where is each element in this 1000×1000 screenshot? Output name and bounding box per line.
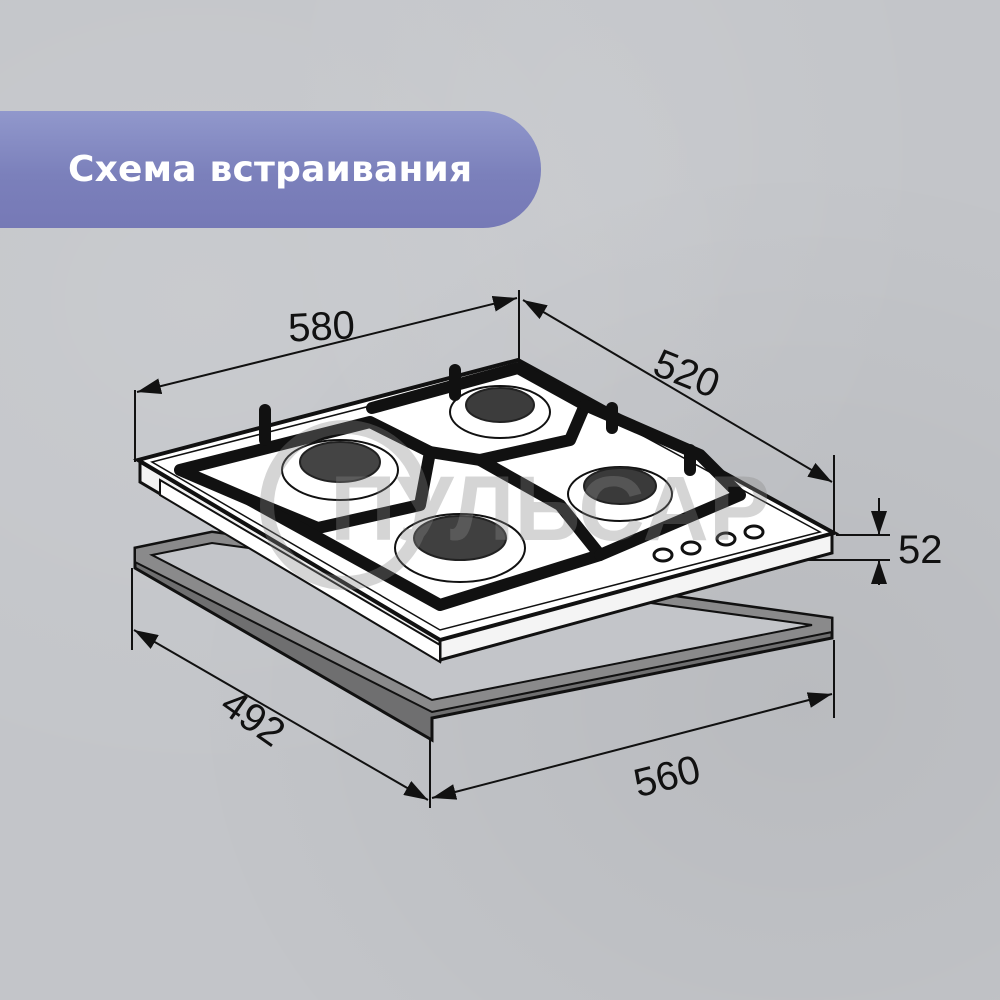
burner-rear-left: [281, 439, 399, 501]
control-knobs: [652, 524, 765, 563]
page-title: Схема встраивания: [68, 149, 473, 190]
knob-2: [680, 540, 702, 556]
burner-front-left: [394, 513, 526, 583]
knob-1: [652, 547, 674, 563]
svg-text:ПУЛЬСАР: ПУЛЬСАР: [330, 458, 770, 560]
knob-4: [743, 524, 765, 540]
knob-3: [715, 531, 737, 547]
svg-text:52: 52: [898, 528, 943, 572]
svg-text:560: 560: [629, 747, 704, 806]
svg-text:580: 580: [287, 303, 356, 350]
title-banner: Схема встраивания: [0, 111, 541, 228]
dimension-hob-width: 580: [134, 290, 520, 462]
svg-text:520: 520: [647, 341, 725, 407]
burner-rear-right: [449, 385, 551, 439]
dimension-hob-height: 52: [808, 498, 943, 585]
svg-text:492: 492: [213, 681, 293, 755]
